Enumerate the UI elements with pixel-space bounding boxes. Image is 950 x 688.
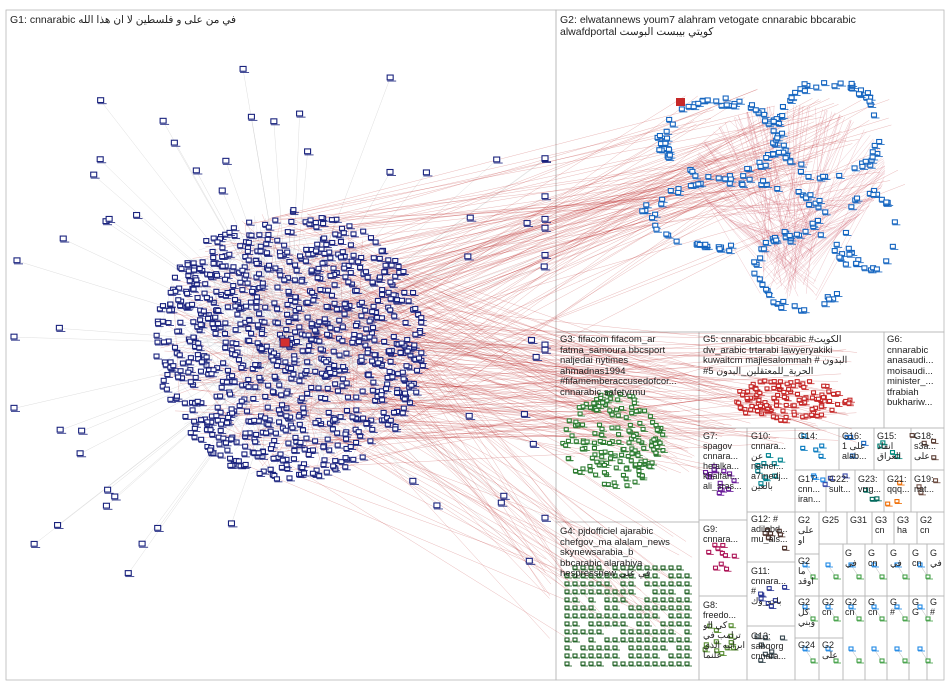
group-label-g19: G19:nat... [914, 474, 944, 494]
group-label-g25: G25 [822, 515, 846, 525]
group-label-g6: G6: cnnarabic anasaudi... moisaudi... mi… [887, 335, 945, 409]
group-label-g17: G17:cnn...iran... [798, 474, 826, 504]
g2-highlight-node [676, 98, 685, 106]
group-label-g24: G24 [798, 640, 820, 650]
group-label-g5: G5: cnnarabic bbcarabic #الكويت dw_arabi… [703, 335, 883, 377]
group-label-g21: G21:qqq... [887, 474, 913, 494]
group-box-g28a [819, 544, 843, 596]
group-label-g4: G4: pjdofficiel ajarabic chefgov_ma alal… [560, 527, 700, 580]
group-label-g10: G10: cnnara... عن nemer... a7medj... بال… [751, 431, 795, 491]
group-label-g2: G2: elwatannews youm7 alahram vetogate c… [560, 14, 930, 38]
group-label-g11: G11: cnnara... # بات_وك [751, 566, 795, 606]
group-label-g41: G# [890, 597, 906, 617]
group-label-g18: G18:s3a...على [914, 431, 944, 461]
group-label-g14: G14: [798, 431, 838, 441]
group-label-g8: G8: freedo... كي الو ترامب في ابرانيه ال… [703, 600, 747, 660]
group-label-g7: G7: spagov cnnara... helalka... khalfan.… [703, 431, 747, 491]
group-label-g22: G22:sult... [829, 474, 857, 494]
group-label-g13: G13: sabqorg cnnara... [751, 631, 795, 661]
group-label-g31: G31 [850, 515, 874, 525]
group-label-g23: G23:vrrg... [858, 474, 886, 494]
center-node [280, 338, 290, 347]
group-label-g3: G3: fifacom fifacom_ar fatma_samoura bbc… [560, 335, 700, 398]
group-label-g1: G1: cnnarabic في من على و فلسطين لا ان ه… [10, 14, 550, 26]
group-label-g9: G9: cnnara... [703, 524, 747, 544]
group-label-g43: G# [930, 597, 946, 617]
group-label-g12: G12: # adilabd... mu_als... [751, 514, 795, 544]
